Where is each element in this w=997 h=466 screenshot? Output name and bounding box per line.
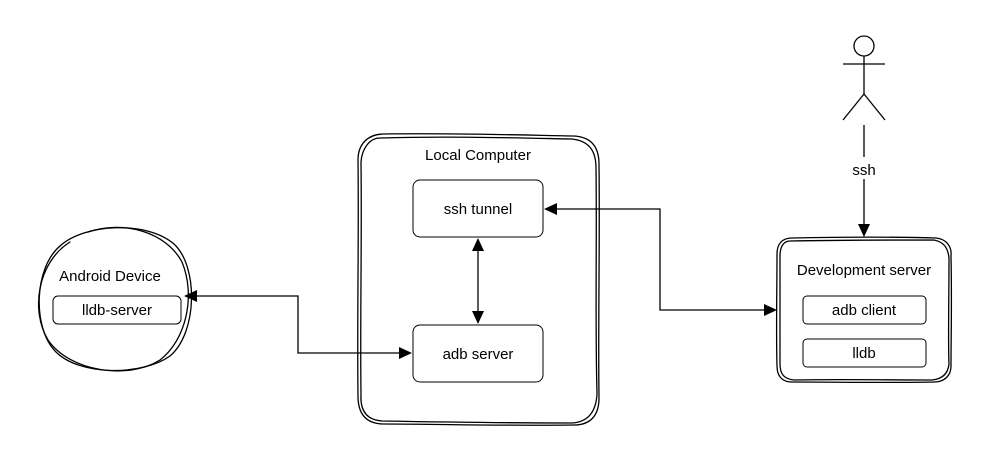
arrowhead-left-android [184, 290, 197, 302]
edge-adb-android-line [196, 295, 401, 354]
arrowhead-right-dev [764, 304, 777, 316]
person-head [853, 35, 875, 57]
arrowhead-left-tunnel [544, 203, 557, 215]
local-computer-outline [357, 133, 600, 426]
adb-client-box [802, 295, 927, 325]
local-computer-node[interactable]: Local Computer ssh tunnel adb server [357, 133, 600, 426]
development-server-outline-sketch [779, 239, 950, 381]
development-server-node[interactable]: Development server adb client lldb [775, 236, 953, 384]
edge-tunnel-dev-line [555, 208, 765, 311]
edge-ssh-label: ssh [852, 162, 875, 179]
arrowhead-down-adb [472, 311, 484, 324]
lldb-node[interactable]: lldb [802, 338, 927, 368]
lldb-box [802, 338, 927, 368]
person-right-leg [863, 93, 886, 121]
local-computer-outline-sketch [360, 136, 598, 424]
ssh-tunnel-node[interactable]: ssh tunnel [412, 179, 544, 238]
lldb-server-node[interactable]: lldb-server [52, 295, 182, 325]
person-left-leg [842, 93, 865, 121]
lldb-label: lldb [852, 345, 875, 362]
development-server-outline [775, 236, 953, 384]
ssh-tunnel-box [412, 179, 544, 238]
android-device-node[interactable]: Android Device lldb-server [37, 226, 193, 372]
person-icon[interactable] [842, 35, 886, 121]
arrowhead-up [472, 238, 484, 251]
edge-adb-server-to-android [184, 290, 412, 359]
lldb-server-box [52, 295, 182, 325]
arrowhead-right-adb [399, 347, 412, 359]
arrowhead-down [858, 224, 870, 237]
edge-ssh-tunnel-to-adb-server [472, 238, 484, 324]
adb-server-label: adb server [443, 346, 514, 363]
adb-server-node[interactable]: adb server [412, 324, 544, 383]
adb-server-box [412, 324, 544, 383]
edge-ssh-tunnel-to-dev-server [544, 203, 777, 316]
edge-ssh-label-bg [846, 157, 882, 179]
edge-user-to-dev-server: ssh [846, 125, 882, 237]
adb-client-label: adb client [832, 302, 897, 319]
android-device-label: Android Device [59, 268, 161, 285]
adb-client-node[interactable]: adb client [802, 295, 927, 325]
lldb-server-label: lldb-server [82, 302, 152, 319]
local-computer-label: Local Computer [425, 147, 531, 164]
android-device-outline-sketch [37, 226, 189, 372]
development-server-label: Development server [797, 262, 931, 279]
ssh-tunnel-label: ssh tunnel [444, 201, 512, 218]
